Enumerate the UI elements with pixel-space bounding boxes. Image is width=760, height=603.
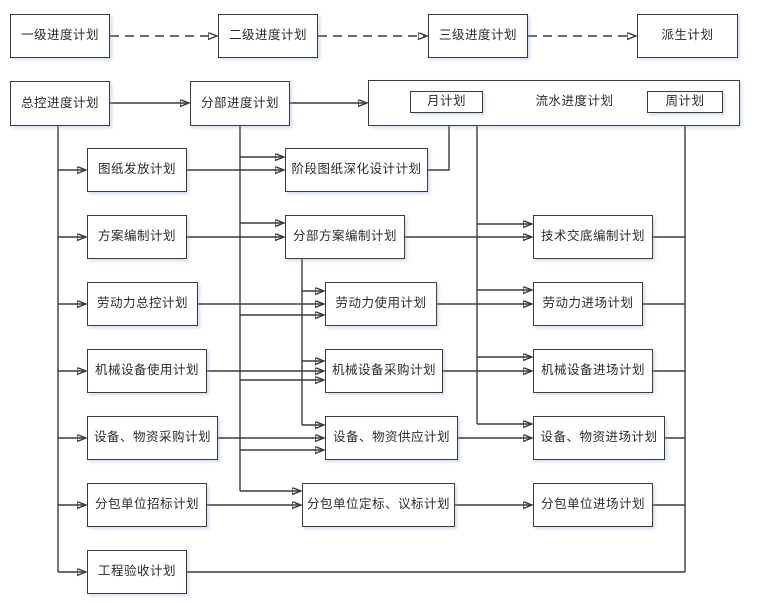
node-labor-master-plan: 劳动力总控计划 xyxy=(87,282,198,326)
node-level3-schedule: 三级进度计划 xyxy=(428,14,528,58)
node-machine-purchase-plan: 机械设备采购计划 xyxy=(325,349,443,393)
node-machine-use-plan: 机械设备使用计划 xyxy=(87,349,207,393)
node-scheme-plan: 方案编制计划 xyxy=(87,215,187,259)
node-weekly-plan: 周计划 xyxy=(647,91,723,113)
node-level1-schedule: 一级进度计划 xyxy=(10,14,110,58)
node-master-schedule: 总控进度计划 xyxy=(10,81,110,126)
node-subcontract-entry-plan: 分包单位进场计划 xyxy=(533,483,653,527)
node-section-scheme-plan: 分部方案编制计划 xyxy=(285,215,405,259)
node-subcontract-bid-plan: 分包单位招标计划 xyxy=(87,483,207,527)
node-tech-disclosure-plan: 技术交底编制计划 xyxy=(533,215,653,259)
node-drawing-issue-plan: 图纸发放计划 xyxy=(87,148,187,192)
flow-schedule-label: 流水进度计划 xyxy=(535,94,614,109)
node-material-supply-plan: 设备、物资供应计划 xyxy=(325,416,458,460)
node-stage-drawing-design-plan: 阶段图纸深化设计计划 xyxy=(285,148,428,192)
node-labor-use-plan: 劳动力使用计划 xyxy=(325,282,437,326)
node-labor-entry-plan: 劳动力进场计划 xyxy=(533,282,643,326)
node-material-entry-plan: 设备、物资进场计划 xyxy=(533,416,665,460)
node-subcontract-award-plan: 分包单位定标、议标计划 xyxy=(302,483,455,527)
node-level2-schedule: 二级进度计划 xyxy=(218,14,318,58)
node-monthly-plan: 月计划 xyxy=(410,91,483,113)
node-section-schedule: 分部进度计划 xyxy=(190,81,290,126)
node-acceptance-plan: 工程验收计划 xyxy=(87,550,187,594)
flow-schedule-group: 月计划 流水进度计划 周计划 xyxy=(368,80,740,126)
node-derived-plan: 派生计划 xyxy=(637,14,738,58)
node-machine-entry-plan: 机械设备进场计划 xyxy=(533,349,653,393)
node-material-purchase-plan: 设备、物资采购计划 xyxy=(87,416,218,460)
